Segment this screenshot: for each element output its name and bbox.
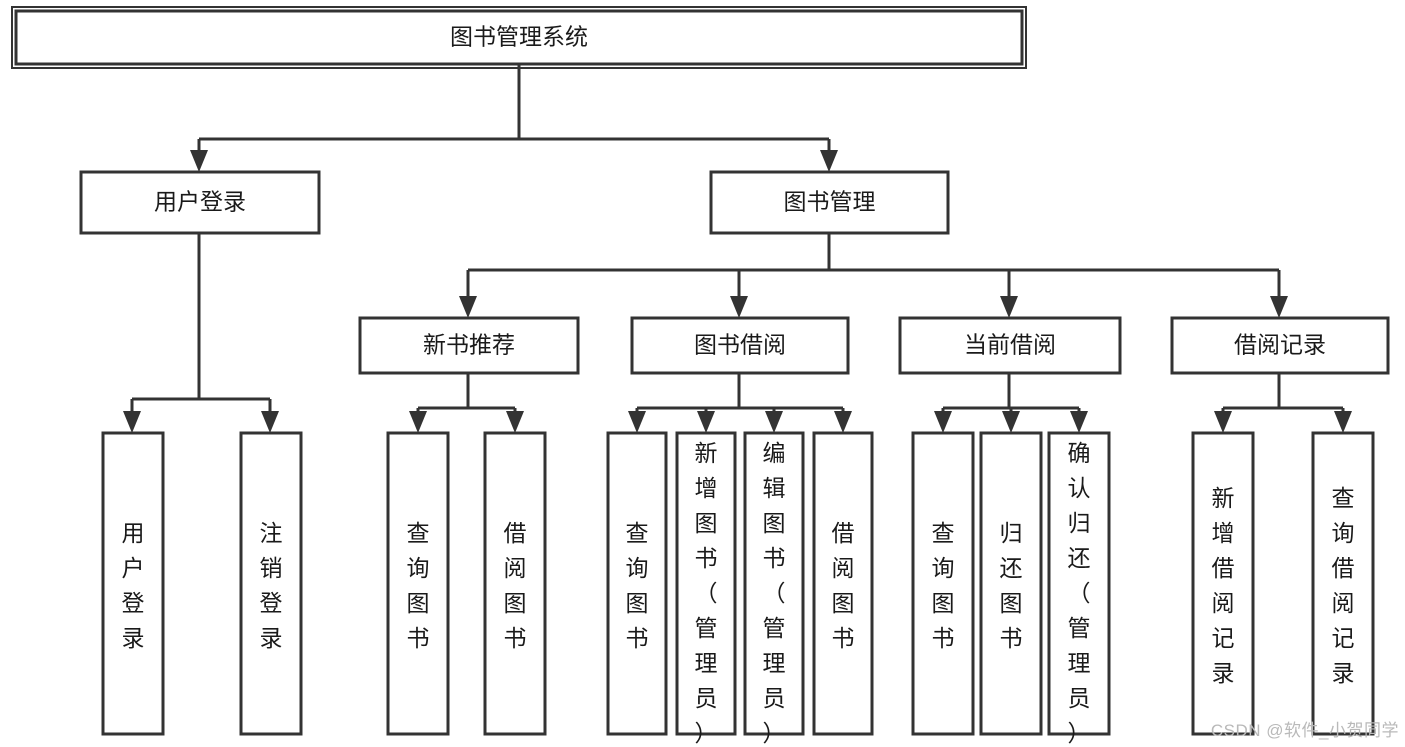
- node-label-leaf-return-book: 归还图书: [1000, 520, 1023, 651]
- node-label-book-borrow: 图书借阅: [694, 332, 786, 358]
- current-borrow-drop-0-arrow-icon: [934, 411, 952, 433]
- node-leaf-add-book-admin[interactable]: 新增图书（管理员）: [675, 431, 737, 746]
- node-label-new-book-recommend: 新书推荐: [423, 332, 515, 358]
- node-current-borrow[interactable]: 当前借阅: [898, 316, 1122, 375]
- current-borrow-drop-2-arrow-icon: [1070, 411, 1088, 433]
- borrow-record-drop-1-arrow-icon: [1334, 411, 1352, 433]
- node-leaf-query-book-3[interactable]: 查询图书: [911, 431, 975, 736]
- node-box-leaf-query-book-2[interactable]: [606, 431, 668, 736]
- node-box-current-borrow[interactable]: [898, 316, 1122, 375]
- node-leaf-borrow-book-1[interactable]: 借阅图书: [483, 431, 547, 736]
- node-box-leaf-query-book-3[interactable]: [911, 431, 975, 736]
- node-box-leaf-query-book-1[interactable]: [386, 431, 450, 736]
- node-leaf-user-logout[interactable]: 注销登录: [239, 431, 303, 736]
- node-box-leaf-return-book[interactable]: [979, 431, 1043, 736]
- node-box-leaf-query-borrow-record[interactable]: [1311, 431, 1375, 736]
- node-label-leaf-query-book-2: 查询图书: [626, 520, 649, 651]
- root-drop-0-arrow-icon: [190, 150, 208, 172]
- node-label-leaf-borrow-book-1: 借阅图书: [504, 520, 527, 651]
- node-leaf-confirm-return-admin[interactable]: 确认归还（管理员）: [1047, 431, 1111, 746]
- book-borrow-drop-2-arrow-icon: [765, 411, 783, 433]
- node-leaf-borrow-book-2[interactable]: 借阅图书: [812, 431, 874, 736]
- borrow-record-drop-0-arrow-icon: [1214, 411, 1232, 433]
- node-label-leaf-add-borrow-record: 新增借阅记录: [1212, 485, 1235, 686]
- new-book-recommend-drop-0-arrow-icon: [409, 411, 427, 433]
- node-box-borrow-record[interactable]: [1170, 316, 1390, 375]
- node-root[interactable]: 图书管理系统: [11, 6, 1027, 69]
- node-box-book-manage[interactable]: [709, 170, 950, 235]
- node-box-leaf-add-borrow-record[interactable]: [1191, 431, 1255, 736]
- node-root-outer-border: [11, 6, 1027, 69]
- node-box-leaf-edit-book-admin[interactable]: [743, 431, 805, 736]
- node-box-leaf-add-book-admin[interactable]: [675, 431, 737, 736]
- node-label-root: 图书管理系统: [450, 24, 588, 50]
- node-layer: 图书管理系统用户登录图书管理新书推荐图书借阅当前借阅借阅记录用户登录注销登录查询…: [11, 6, 1390, 746]
- book-borrow-drop-0-arrow-icon: [628, 411, 646, 433]
- book-manage-drop-3-arrow-icon: [1270, 296, 1288, 318]
- node-borrow-record[interactable]: 借阅记录: [1170, 316, 1390, 375]
- node-leaf-return-book[interactable]: 归还图书: [979, 431, 1043, 736]
- node-box-leaf-borrow-book-2[interactable]: [812, 431, 874, 736]
- book-manage-drop-1-arrow-icon: [730, 296, 748, 318]
- node-box-leaf-user-login[interactable]: [101, 431, 165, 736]
- node-label-leaf-user-logout: 注销登录: [260, 520, 283, 651]
- new-book-recommend-drop-1-arrow-icon: [506, 411, 524, 433]
- node-box-leaf-confirm-return-admin[interactable]: [1047, 431, 1111, 736]
- node-label-leaf-query-book-1: 查询图书: [407, 520, 430, 651]
- node-leaf-query-borrow-record[interactable]: 查询借阅记录: [1311, 431, 1375, 736]
- node-leaf-user-login[interactable]: 用户登录: [101, 431, 165, 736]
- node-leaf-query-book-2[interactable]: 查询图书: [606, 431, 668, 736]
- csdn-watermark: CSDN @软件_小贺同学: [1210, 721, 1399, 740]
- node-label-leaf-user-login: 用户登录: [122, 520, 145, 651]
- book-manage-drop-2-arrow-icon: [1000, 296, 1018, 318]
- node-label-current-borrow: 当前借阅: [964, 332, 1056, 358]
- node-box-root[interactable]: [14, 9, 1024, 66]
- node-leaf-add-borrow-record[interactable]: 新增借阅记录: [1191, 431, 1255, 736]
- connector-layer: [123, 64, 1352, 433]
- book-manage-drop-0-arrow-icon: [459, 296, 477, 318]
- node-label-leaf-query-book-3: 查询图书: [932, 520, 955, 651]
- node-box-leaf-user-logout[interactable]: [239, 431, 303, 736]
- node-label-user-login: 用户登录: [154, 189, 246, 215]
- node-label-borrow-record: 借阅记录: [1234, 332, 1326, 358]
- node-new-book-recommend[interactable]: 新书推荐: [358, 316, 580, 375]
- book-borrow-drop-3-arrow-icon: [834, 411, 852, 433]
- node-leaf-query-book-1[interactable]: 查询图书: [386, 431, 450, 736]
- node-leaf-edit-book-admin[interactable]: 编辑图书（管理员）: [743, 431, 805, 746]
- book-borrow-drop-1-arrow-icon: [697, 411, 715, 433]
- node-book-manage[interactable]: 图书管理: [709, 170, 950, 235]
- node-label-leaf-edit-book-admin: 编辑图书（管理员）: [763, 440, 786, 746]
- node-box-leaf-borrow-book-1[interactable]: [483, 431, 547, 736]
- node-box-book-borrow[interactable]: [630, 316, 850, 375]
- user-login-drop-0-arrow-icon: [123, 411, 141, 433]
- node-label-leaf-add-book-admin: 新增图书（管理员）: [695, 440, 718, 746]
- node-box-user-login[interactable]: [79, 170, 321, 235]
- root-drop-1-arrow-icon: [820, 150, 838, 172]
- node-user-login[interactable]: 用户登录: [79, 170, 321, 235]
- node-label-book-manage: 图书管理: [784, 189, 876, 215]
- node-label-leaf-confirm-return-admin: 确认归还（管理员）: [1068, 440, 1091, 746]
- node-label-leaf-query-borrow-record: 查询借阅记录: [1332, 485, 1355, 686]
- node-box-new-book-recommend[interactable]: [358, 316, 580, 375]
- node-label-leaf-borrow-book-2: 借阅图书: [832, 520, 855, 651]
- user-login-drop-1-arrow-icon: [261, 411, 279, 433]
- current-borrow-drop-1-arrow-icon: [1002, 411, 1020, 433]
- node-book-borrow[interactable]: 图书借阅: [630, 316, 850, 375]
